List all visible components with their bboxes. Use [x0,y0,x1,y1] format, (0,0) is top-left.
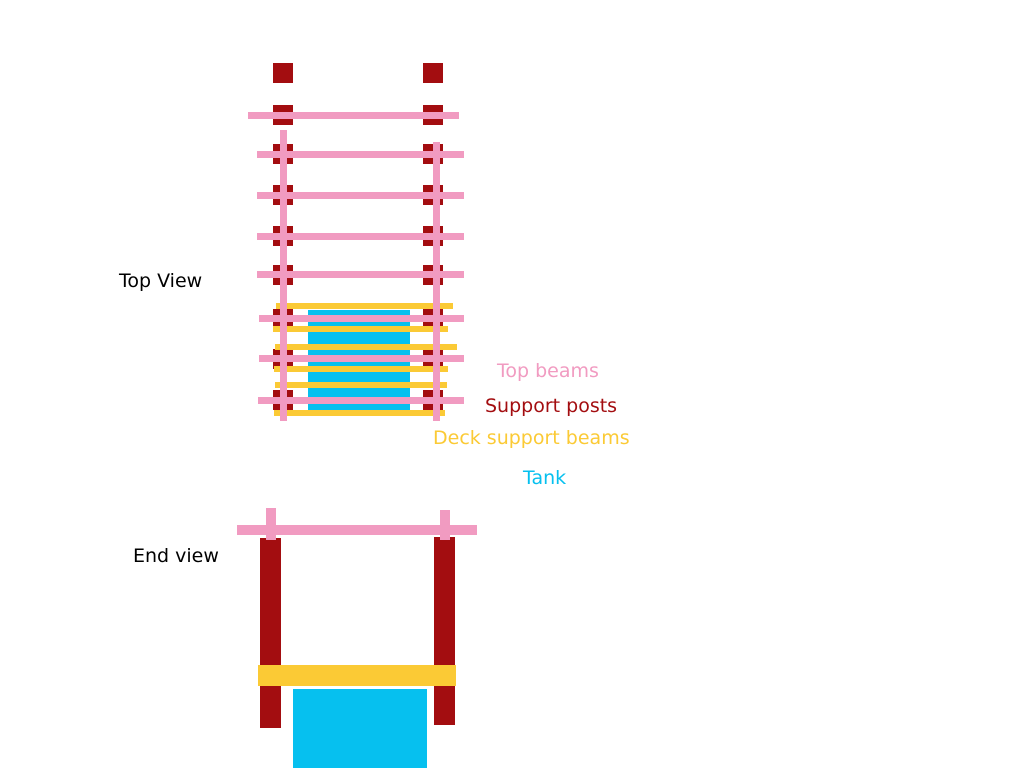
top-beam [248,112,459,119]
legend-support-posts: Support posts [485,395,618,417]
deck-support-beam [274,410,445,416]
support-post [423,63,443,83]
top-beam [257,192,464,199]
deck-support-beam [274,366,448,372]
top-beam [258,397,464,404]
top-beam [257,233,464,240]
top-view-label: Top View [119,270,203,292]
top-view-deck-support-beams [273,303,457,416]
end-view-top-beam-stub [266,508,276,540]
end-view-label: End view [133,545,219,567]
end-view-top-beam [237,525,477,535]
legend-deck-support-beams: Deck support beams [433,427,630,449]
end-view-tank [293,689,427,768]
deck-support-beam [276,303,453,309]
top-beam-rail [433,142,440,421]
legend-top-beams: Top beams [497,360,599,382]
end-view-support-post [260,538,281,728]
top-beam [259,315,464,322]
end-view-top-beam-stub [440,510,450,540]
end-view [237,508,477,768]
deck-support-beam [275,344,457,350]
top-beam [257,151,464,158]
top-beam [257,271,464,278]
end-view-support-post [434,537,455,725]
deck-support-beam [275,382,447,388]
support-post [273,63,293,83]
legend-tank: Tank [523,467,567,489]
top-view-top-beams [248,112,464,421]
top-view [248,63,464,421]
top-beam [259,355,464,362]
deck-support-beam [273,326,448,332]
end-view-deck-support-beam [258,665,456,686]
